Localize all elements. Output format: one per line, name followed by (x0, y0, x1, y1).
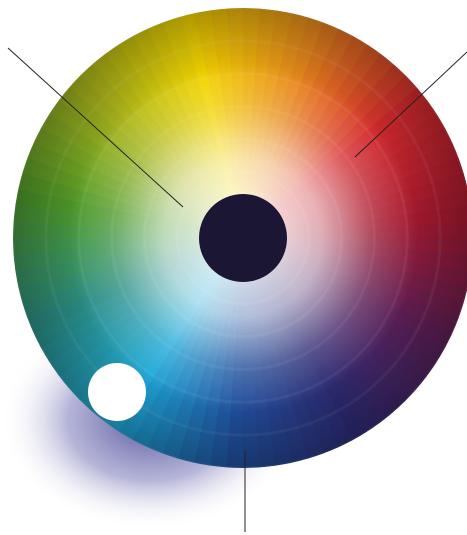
center-dot (199, 194, 287, 282)
selection-marker[interactable] (88, 363, 146, 421)
